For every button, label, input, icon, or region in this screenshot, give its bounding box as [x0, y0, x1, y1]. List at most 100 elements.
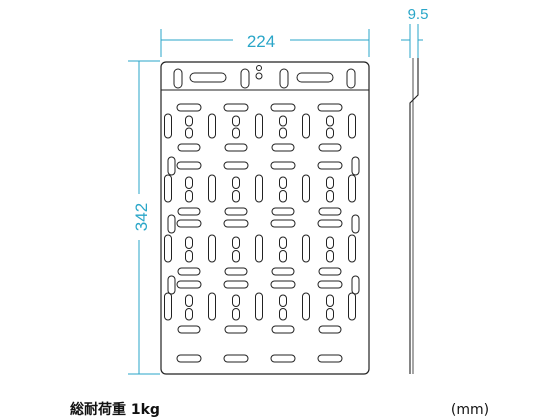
slot-hole	[317, 219, 343, 228]
depth-dimension	[401, 24, 423, 58]
slot-hole	[232, 308, 240, 321]
slot-hole	[326, 294, 334, 307]
slot-hole	[317, 280, 343, 289]
slot-hole	[232, 190, 240, 203]
slot-hole	[185, 115, 193, 127]
slot-hole	[177, 325, 201, 334]
slot-hole	[176, 280, 202, 289]
slot-hole	[318, 267, 342, 276]
slot-hole	[232, 127, 240, 139]
slot-hole	[223, 161, 249, 170]
slot-hole	[164, 174, 172, 203]
slot-hole	[326, 190, 334, 203]
front-view-plate	[160, 61, 370, 375]
slot-hole	[270, 219, 296, 228]
slot-hole	[224, 267, 248, 276]
slot-hole	[208, 174, 216, 203]
slot-hole	[318, 325, 342, 334]
slot-hole	[185, 176, 193, 189]
slot-hole	[271, 207, 295, 216]
slot-hole	[279, 250, 287, 263]
slot-hole	[223, 354, 249, 363]
slot-hole	[177, 143, 201, 152]
slot-hole	[185, 127, 193, 139]
slot-hole	[208, 292, 216, 321]
slot-hole	[232, 176, 240, 189]
slot-hole	[279, 294, 287, 307]
slot-hole	[164, 113, 172, 139]
height-dimension	[128, 60, 160, 375]
slot-hole	[167, 156, 176, 176]
slot-hole	[318, 207, 342, 216]
slot-hole	[271, 267, 295, 276]
slot-hole	[348, 174, 356, 203]
plate-outline	[160, 61, 370, 375]
slot-hole	[279, 308, 287, 321]
slot-hole	[223, 280, 249, 289]
slot-hole	[351, 275, 360, 295]
slot-hole	[255, 292, 263, 321]
slot-hole	[185, 250, 193, 263]
slot-hole	[177, 207, 201, 216]
slot-hole	[348, 113, 356, 139]
slot-hole	[167, 275, 176, 295]
width-label: 224	[247, 32, 275, 51]
slot-hole	[232, 294, 240, 307]
slot-hole	[348, 292, 356, 321]
slot-hole	[223, 219, 249, 228]
slot-hole	[326, 236, 334, 249]
slot-hole	[302, 292, 310, 321]
unit-label: (mm)	[451, 402, 489, 418]
slot-hole	[270, 354, 296, 363]
slot-hole	[270, 103, 296, 112]
slot-hole	[232, 115, 240, 127]
depth-label: 9.5	[408, 6, 429, 23]
slot-hole	[185, 190, 193, 203]
slot-hole	[317, 354, 343, 363]
slot-hole	[317, 161, 343, 170]
slot-hole	[279, 190, 287, 203]
slot-hole	[167, 214, 176, 234]
width-dimension	[160, 29, 370, 57]
side-profile	[409, 58, 419, 374]
slot-hole	[164, 292, 172, 321]
slot-hole	[176, 161, 202, 170]
slot-hole	[255, 234, 263, 263]
slot-hole	[302, 174, 310, 203]
slot-hole	[208, 234, 216, 263]
slot-hole	[255, 174, 263, 203]
slot-hole	[351, 214, 360, 234]
top-strip-holes	[173, 65, 356, 89]
slot-hole	[279, 127, 287, 139]
slot-hole	[302, 113, 310, 139]
slot-hole	[326, 250, 334, 263]
slot-hole	[223, 103, 249, 112]
slot-grid	[164, 103, 360, 363]
slot-hole	[255, 113, 263, 139]
height-label: 342	[132, 203, 151, 231]
slot-hole	[176, 103, 202, 112]
slot-hole	[318, 143, 342, 152]
slot-hole	[185, 308, 193, 321]
slot-hole	[224, 143, 248, 152]
slot-hole	[279, 236, 287, 249]
slot-hole	[271, 325, 295, 334]
slot-hole	[185, 294, 193, 307]
slot-hole	[232, 236, 240, 249]
load-capacity-label: 総耐荷重 1kg	[70, 401, 160, 418]
slot-hole	[279, 176, 287, 189]
slot-hole	[270, 280, 296, 289]
slot-hole	[176, 354, 202, 363]
slot-hole	[326, 176, 334, 189]
slot-hole	[270, 161, 296, 170]
slot-hole	[279, 115, 287, 127]
slot-hole	[317, 103, 343, 112]
slot-hole	[176, 219, 202, 228]
slot-hole	[185, 236, 193, 249]
slot-hole	[232, 250, 240, 263]
slot-hole	[351, 156, 360, 176]
slot-hole	[271, 143, 295, 152]
slot-hole	[208, 113, 216, 139]
slot-hole	[348, 234, 356, 263]
